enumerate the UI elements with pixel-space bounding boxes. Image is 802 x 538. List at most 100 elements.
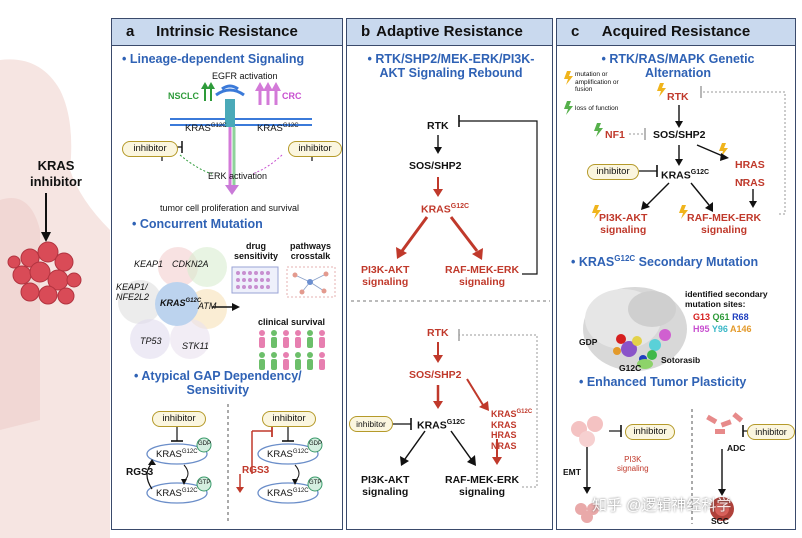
erk-activation: ERK activation — [208, 171, 268, 181]
rgs3-left: RGS3 — [126, 467, 154, 478]
gdp-badge-1: GDP — [198, 441, 212, 447]
kras-left: KRASG12C — [185, 123, 227, 135]
inhibitor-pill-left: inhibitor — [122, 141, 178, 157]
inhibitor-pill-gap-left: inhibitor — [152, 411, 206, 427]
scc-cells-left — [575, 503, 599, 523]
atm-label: ATM — [198, 301, 217, 311]
gap-heading: • Atypical GAP Dependency/ Sensitivity — [134, 369, 302, 397]
panel-b-header: b Adaptive Resistance — [347, 19, 552, 46]
sos-c: SOS/SHP2 — [653, 129, 706, 141]
gdp-badge-2: GDP — [309, 441, 323, 447]
legend-loss: loss of function — [575, 105, 619, 112]
site-a146: A146 — [730, 324, 752, 334]
panel-c-header: c Acquired Resistance — [557, 19, 795, 46]
panel-a-title: Intrinsic Resistance — [156, 23, 298, 40]
panel-intrinsic-resistance: a Intrinsic Resistance • Lineage-depende… — [111, 18, 343, 530]
sotorasib-c: Sotorasib — [661, 355, 701, 365]
watermark: 知乎 @逻辑神经科学 — [592, 497, 732, 514]
tumor-label: tumor cell proliferation and survival — [160, 203, 300, 213]
plasticity-heading: • Enhanced Tumor Plasticity — [579, 375, 747, 389]
site-y96: Y96 — [711, 324, 728, 334]
rebound-l2: AKT Signaling Rebound — [379, 66, 523, 80]
panel-c-letter: c — [571, 23, 580, 40]
inhibitor-pill-c: inhibitor — [587, 164, 639, 180]
genetic-heading: • RTK/RAS/MAPK Genetic Alternation — [573, 52, 783, 80]
title-line-1: KRAS — [37, 158, 75, 173]
people-icons — [259, 330, 325, 370]
kras-inhibitor-title: KRAS inhibitor — [30, 158, 82, 190]
rebound-l1: • RTK/SHP2/MEK-ERK/PI3K- — [367, 52, 535, 66]
rebound-heading: • RTK/SHP2/MEK-ERK/PI3K- AKT Signaling R… — [353, 52, 549, 80]
inhibitor-pill-b: inhibitor — [349, 416, 393, 432]
kras-gap-1: KRASG12C — [156, 449, 198, 461]
gdp-c: GDP — [579, 337, 598, 347]
stk11-label: STK11 — [182, 341, 209, 351]
sos-lower: SOS/SHP2 — [409, 369, 462, 381]
nras-c: NRAS — [735, 177, 765, 189]
ras-kras: KRASG12C — [491, 409, 533, 419]
inhibitor-pill-gap-right: inhibitor — [262, 411, 316, 427]
gap-heading-l1: • Atypical GAP Dependency/ — [134, 369, 302, 383]
g12c-c: G12C — [619, 363, 642, 373]
kras-right: KRASG12C — [257, 123, 299, 135]
kras-gap-4: KRASG12C — [267, 488, 309, 500]
kras-gap-2: KRASG12C — [156, 488, 198, 500]
site-h95: H95 — [693, 324, 710, 334]
tumor-graphic — [7, 193, 82, 305]
inhibitor-pill-emt: inhibitor — [625, 424, 675, 440]
keap1-label: KEAP1 — [134, 259, 164, 269]
genetic-l2: Alternation — [645, 66, 711, 80]
lineage-heading: • Lineage-dependent Signaling — [122, 52, 305, 66]
egfr-label: EGFR activation — [212, 71, 278, 81]
concurrent-heading: • Concurrent Mutation — [132, 217, 263, 231]
sites-row-2: H95 Y96 A146 — [693, 324, 752, 334]
sos-upper: SOS/SHP2 — [409, 160, 462, 172]
kras-gap-3: KRASG12C — [267, 449, 309, 461]
site-r68: R68 — [732, 312, 749, 322]
kras-upper: KRASG12C — [421, 203, 470, 216]
inhibitor-pill-right: inhibitor — [288, 141, 342, 157]
emt-cells — [571, 416, 603, 447]
site-g13: G13 — [693, 312, 711, 322]
gtp-badge-1: GTP — [198, 480, 211, 486]
rtk-c: RTK — [667, 91, 689, 103]
panel-c-graphics — [564, 71, 786, 524]
sites-row-1: G13 Q61 R68 — [693, 312, 749, 322]
hras-c: HRAS — [735, 159, 765, 171]
genetic-l1: • RTK/RAS/MAPK Genetic — [601, 52, 755, 66]
panel-b-title: Adaptive Resistance — [376, 23, 523, 40]
scc-label: SCC — [711, 516, 729, 526]
crc-label: CRC — [282, 91, 302, 101]
kras-c: KRASG12C — [661, 169, 710, 182]
site-q61: Q61 — [712, 312, 730, 322]
adc-label: ADC — [727, 443, 746, 453]
ras-nras: NRAS — [491, 440, 517, 451]
nsclc-label: NSCLC — [168, 91, 199, 101]
kras-center-label: KRASG12C — [160, 298, 202, 308]
adc-cells — [706, 412, 744, 434]
panel-c-title: Acquired Resistance — [601, 23, 751, 40]
panel-b-letter: b — [361, 23, 371, 40]
rtk-lower: RTK — [427, 327, 449, 339]
kras-lower: KRASG12C — [417, 419, 466, 432]
emt-label: EMT — [563, 467, 581, 477]
panel-adaptive-resistance: b Adaptive Resistance • RTK/SHP2/MEK-ERK… — [346, 18, 553, 530]
cdkn2a-label: CDKN2A — [172, 259, 209, 269]
nf1-c: NF1 — [605, 129, 625, 141]
panel-b-graphics — [351, 115, 550, 488]
panel-a-header: a Intrinsic Resistance — [112, 19, 342, 46]
panel-a-graphics — [118, 82, 336, 524]
ras-list: KRASG12C KRAS HRAS NRAS — [491, 407, 532, 451]
tp53-label: TP53 — [140, 336, 162, 346]
gtp-badge-2: GTP — [309, 480, 322, 486]
clinical-survival: clinical survival — [258, 317, 326, 327]
protein-structure — [583, 287, 687, 371]
